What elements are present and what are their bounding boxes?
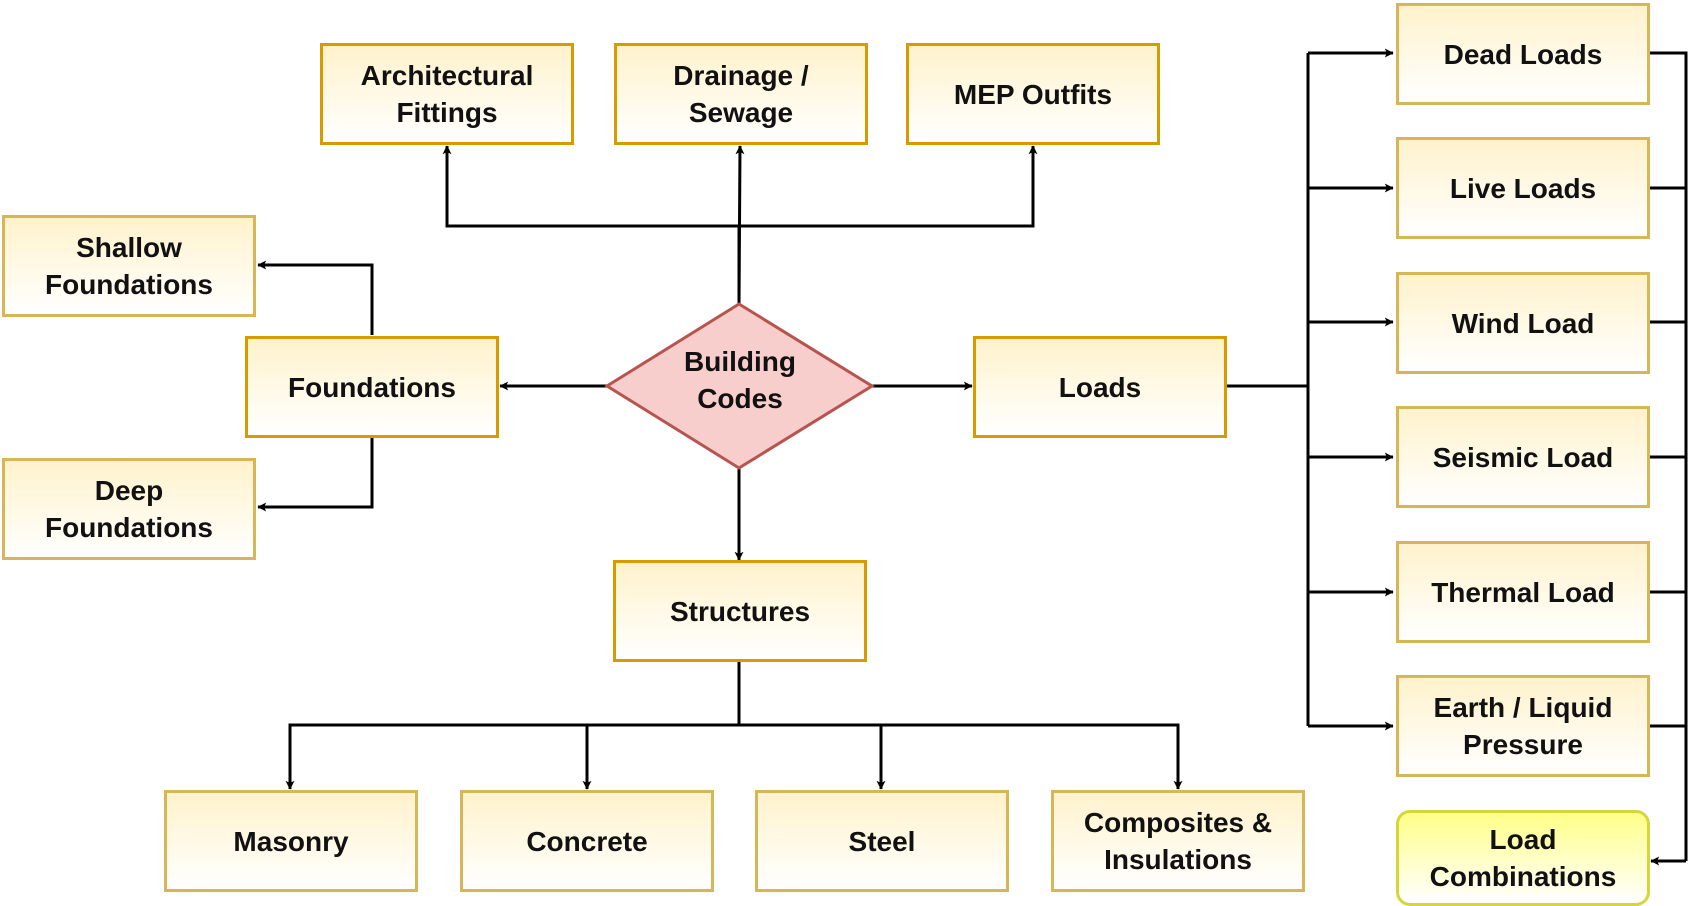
shallow-foundations-node: Shallow Foundations bbox=[2, 215, 256, 317]
concrete-node: Concrete bbox=[460, 790, 714, 892]
load-combinations-node: Load Combinations bbox=[1396, 810, 1650, 906]
edge-codes-architectural bbox=[442, 145, 741, 304]
masonry-node: Masonry bbox=[164, 790, 418, 892]
structures-node: Structures bbox=[613, 560, 867, 662]
edge-structures-steel bbox=[739, 723, 886, 790]
architectural-fittings-node: Architectural Fittings bbox=[320, 43, 574, 145]
earth-liquid-pressure-node: Earth / Liquid Pressure bbox=[1396, 675, 1650, 777]
wind-load-node: Wind Load bbox=[1396, 272, 1650, 374]
building-codes-diamond bbox=[604, 302, 875, 470]
edge-structures-composites bbox=[881, 723, 1183, 790]
edge-foundations-deep bbox=[257, 438, 374, 512]
seismic-load-node: Seismic Load bbox=[1396, 406, 1650, 508]
foundations-node: Foundations bbox=[245, 336, 499, 438]
loads-node: Loads bbox=[973, 336, 1227, 438]
deep-foundations-node: Deep Foundations bbox=[2, 458, 256, 560]
edge-codes-mep bbox=[739, 145, 1038, 228]
mep-outfits-node: MEP Outfits bbox=[906, 43, 1160, 145]
live-loads-node: Live Loads bbox=[1396, 137, 1650, 239]
edge-structures-masonry bbox=[285, 662, 741, 790]
steel-node: Steel bbox=[755, 790, 1009, 892]
edge-foundations-shallow bbox=[257, 260, 374, 335]
building-codes-label: Building Codes bbox=[684, 346, 796, 414]
drainage-sewage-node: Drainage / Sewage bbox=[614, 43, 868, 145]
composites-insulations-node: Composites & Insulations bbox=[1051, 790, 1305, 892]
thermal-load-node: Thermal Load bbox=[1396, 541, 1650, 643]
dead-loads-node: Dead Loads bbox=[1396, 3, 1650, 105]
